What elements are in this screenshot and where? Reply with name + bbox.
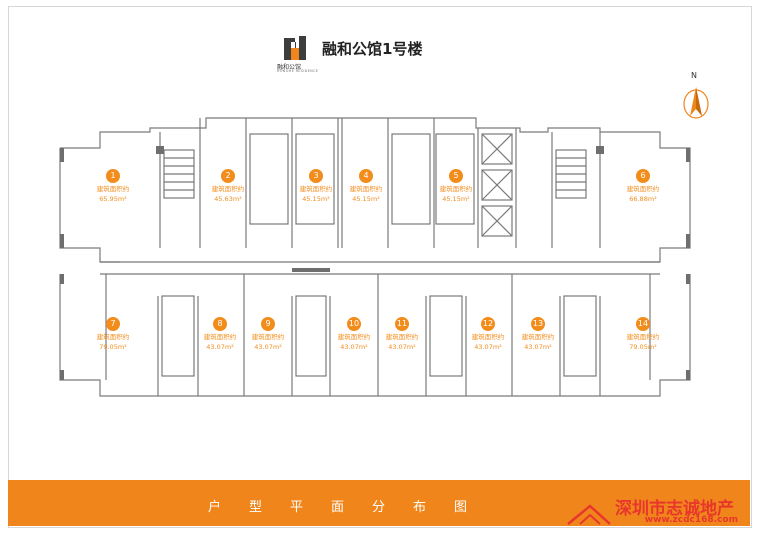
unit-area-label-2: 建筑面积约 45.63m² xyxy=(193,184,263,204)
unit-area-label-8: 建筑面积约 43.07m² xyxy=(185,332,255,352)
unit-area-caption: 建筑面积约 xyxy=(626,185,660,193)
unit-area-caption: 建筑面积约 xyxy=(471,333,505,341)
unit-area-value: 43.07m² xyxy=(340,343,368,351)
footer-title: 户型平面分布图 xyxy=(208,500,496,515)
logo-brand: 融和公馆 xyxy=(277,64,302,71)
unit-area-value: 65.95m² xyxy=(99,195,127,203)
page-frame xyxy=(8,6,752,528)
unit-area-caption: 建筑面积约 xyxy=(385,333,419,341)
north-label: N xyxy=(691,71,697,80)
unit-area-caption: 建筑面积约 xyxy=(626,333,660,341)
unit-area-value: 45.15m² xyxy=(442,195,470,203)
unit-number-4: 4 xyxy=(359,169,373,183)
unit-area-caption: 建筑面积约 xyxy=(251,333,285,341)
unit-area-label-6: 建筑面积约 66.88m² xyxy=(608,184,678,204)
logo-icon xyxy=(284,36,306,60)
unit-area-value: 45.15m² xyxy=(302,195,330,203)
watermark-text: 深圳市志诚地产 xyxy=(615,499,734,519)
unit-number-5: 5 xyxy=(449,169,463,183)
unit-area-label-9: 建筑面积约 43.07m² xyxy=(233,332,303,352)
unit-area-value: 43.07m² xyxy=(254,343,282,351)
unit-area-caption: 建筑面积约 xyxy=(211,185,245,193)
unit-area-caption: 建筑面积约 xyxy=(96,185,130,193)
unit-area-label-1: 建筑面积约 65.95m² xyxy=(78,184,148,204)
unit-number-1: 1 xyxy=(106,169,120,183)
unit-area-label-11: 建筑面积约 43.07m² xyxy=(367,332,437,352)
unit-number-8: 8 xyxy=(213,317,227,331)
page-title: 融和公馆1号楼 xyxy=(322,40,423,58)
unit-area-label-13: 建筑面积约 43.07m² xyxy=(503,332,573,352)
unit-area-label-10: 建筑面积约 43.07m² xyxy=(319,332,389,352)
unit-area-caption: 建筑面积约 xyxy=(203,333,237,341)
logo-subtitle: RONGHE RESIDENCE xyxy=(277,69,319,73)
unit-area-value: 45.15m² xyxy=(352,195,380,203)
watermark-url: www.zcdc168.com xyxy=(644,515,738,525)
unit-area-label-12: 建筑面积约 43.07m² xyxy=(453,332,523,352)
unit-number-3: 3 xyxy=(309,169,323,183)
house-roof-icon xyxy=(567,504,611,525)
unit-number-7: 7 xyxy=(106,317,120,331)
unit-number-9: 9 xyxy=(261,317,275,331)
unit-number-10: 10 xyxy=(347,317,361,331)
unit-area-value: 79.05m² xyxy=(99,343,127,351)
unit-area-label-14: 建筑面积约 79.05m² xyxy=(608,332,678,352)
unit-area-label-7: 建筑面积约 79.05m² xyxy=(78,332,148,352)
unit-number-11: 11 xyxy=(395,317,409,331)
unit-area-value: 43.07m² xyxy=(474,343,502,351)
unit-area-caption: 建筑面积约 xyxy=(521,333,555,341)
unit-area-value: 45.63m² xyxy=(214,195,242,203)
footer-bar: 户型平面分布图 xyxy=(8,480,750,526)
unit-area-caption: 建筑面积约 xyxy=(299,185,333,193)
unit-number-13: 13 xyxy=(531,317,545,331)
unit-area-value: 66.88m² xyxy=(629,195,657,203)
north-compass-icon xyxy=(683,87,709,119)
unit-number-14: 14 xyxy=(636,317,650,331)
unit-area-caption: 建筑面积约 xyxy=(337,333,371,341)
unit-area-label-4: 建筑面积约 45.15m² xyxy=(331,184,401,204)
unit-area-value: 43.07m² xyxy=(388,343,416,351)
unit-area-label-3: 建筑面积约 45.15m² xyxy=(281,184,351,204)
unit-number-6: 6 xyxy=(636,169,650,183)
unit-area-caption: 建筑面积约 xyxy=(439,185,473,193)
unit-area-value: 43.07m² xyxy=(206,343,234,351)
unit-area-label-5: 建筑面积约 45.15m² xyxy=(421,184,491,204)
unit-number-12: 12 xyxy=(481,317,495,331)
unit-area-caption: 建筑面积约 xyxy=(96,333,130,341)
unit-area-value: 79.05m² xyxy=(629,343,657,351)
unit-area-caption: 建筑面积约 xyxy=(349,185,383,193)
unit-area-value: 43.07m² xyxy=(524,343,552,351)
unit-number-2: 2 xyxy=(221,169,235,183)
